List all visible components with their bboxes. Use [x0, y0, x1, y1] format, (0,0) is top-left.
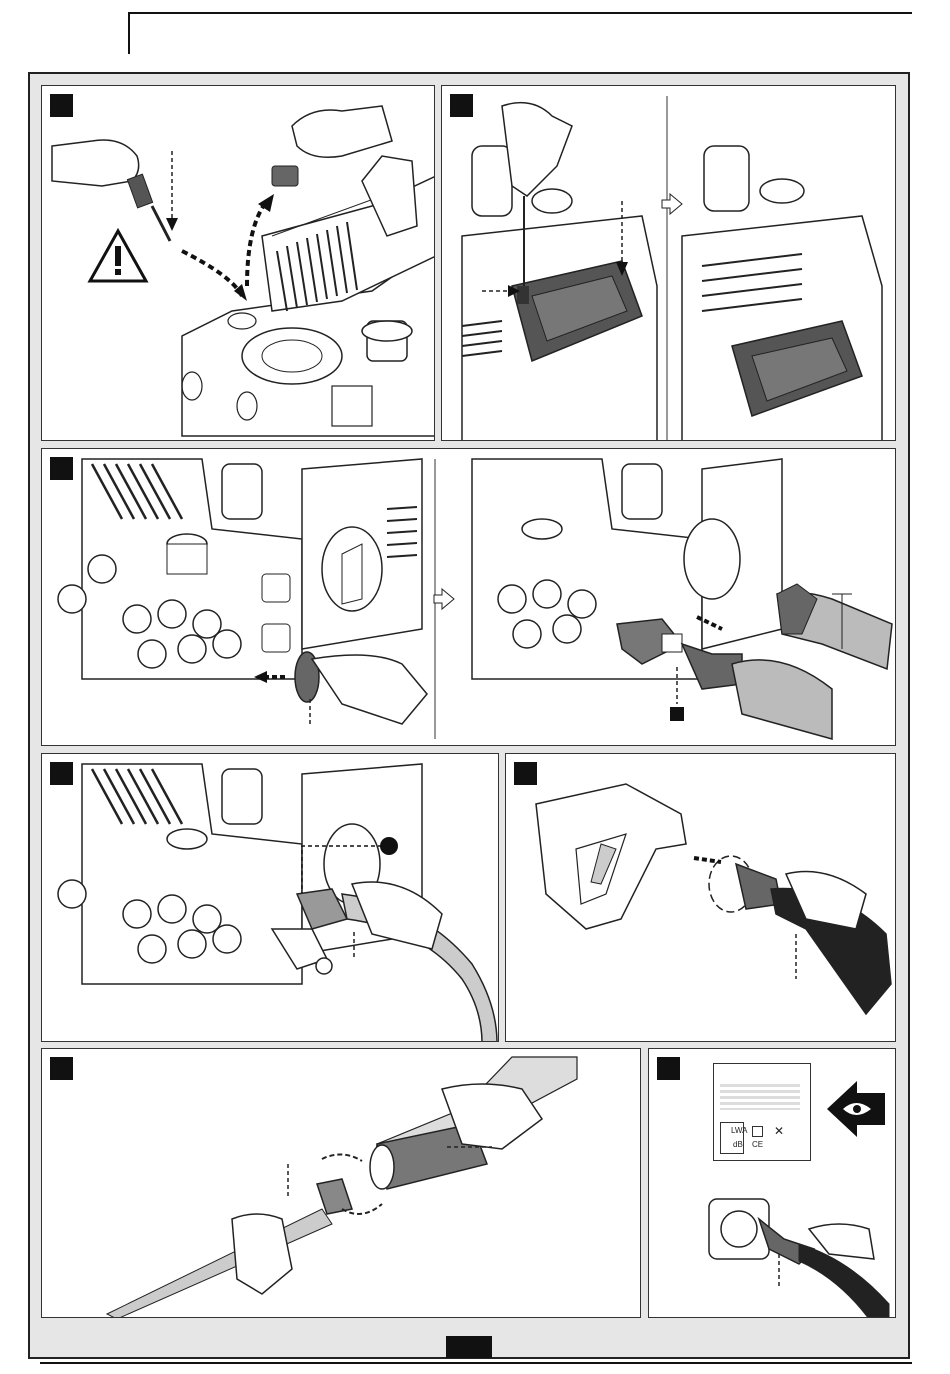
socket-plug-illustration	[649, 1049, 896, 1318]
lance-illustration	[42, 1049, 641, 1318]
warning-triangle-icon	[42, 86, 435, 441]
panel-oil-cap	[41, 85, 435, 441]
panel-hp-hose-gun	[505, 753, 896, 1042]
hose-holder-illustration	[442, 86, 896, 441]
panel-hose-holder	[441, 85, 896, 441]
panel-lance	[41, 1048, 641, 1318]
hp-hose-machine-illustration	[42, 754, 499, 1042]
panel-hp-hose-machine	[41, 753, 499, 1042]
page-number-tab	[446, 1336, 492, 1358]
panel-power-check: LWA dB CE ✕	[648, 1048, 896, 1318]
hp-hose-gun-illustration	[506, 754, 896, 1042]
water-inlet-illustration	[42, 449, 896, 746]
header-rule	[128, 12, 912, 14]
header-corner-rule	[128, 12, 130, 54]
panel-water-inlet	[41, 448, 896, 746]
footer-rule	[40, 1362, 912, 1364]
